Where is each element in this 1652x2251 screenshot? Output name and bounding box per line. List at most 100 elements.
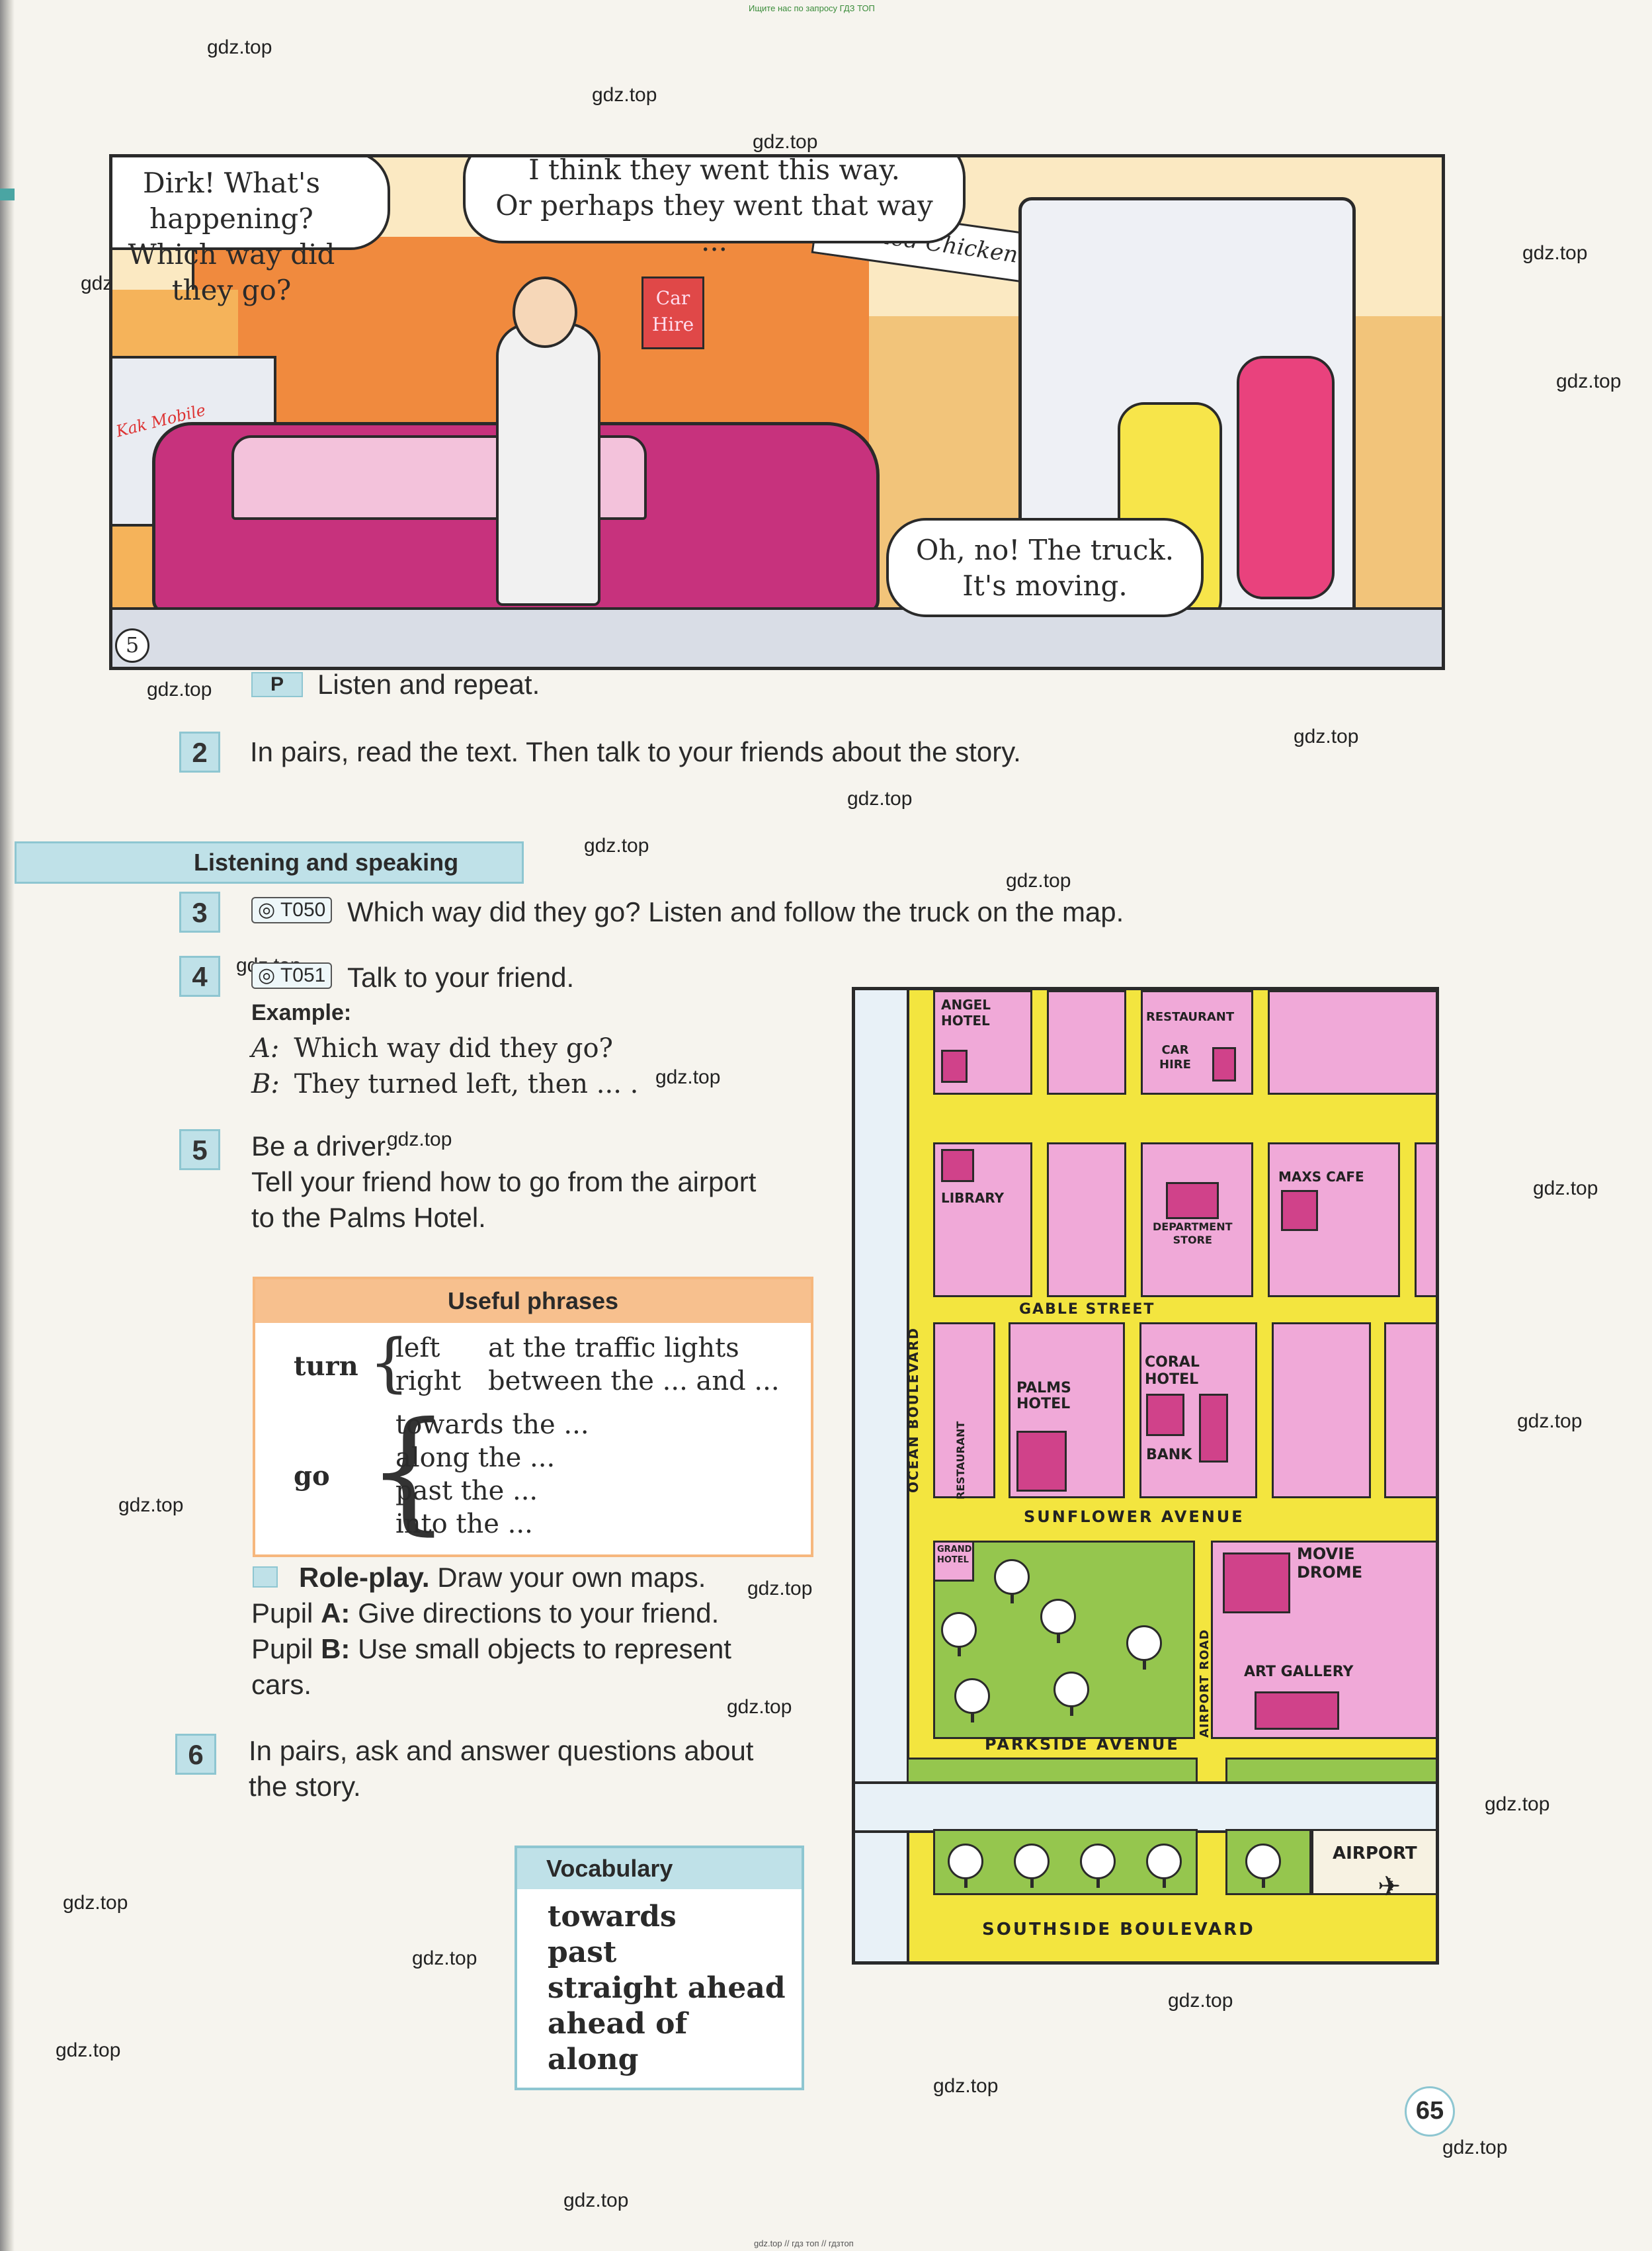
tree-icon [1053,1672,1089,1716]
page-number: 65 [1405,2086,1455,2137]
panel-number: 5 [115,628,149,663]
exercise-6-line: In pairs, ask and answer questions about [249,1735,754,1766]
watermark: gdz.top [147,679,212,701]
watermark: gdz.top [1168,1990,1233,2012]
map-label-library: LIBRARY [941,1190,1005,1206]
footer-note: gdz.top // гдз топ // гдзтоп [754,2238,854,2248]
phrase-option: along the ... [395,1443,556,1473]
listen-badge: P [251,672,303,697]
comic-panel: Fried Chicken Car Hire Kak Mobile Dirk! … [109,154,1445,670]
phrase-option: left [395,1333,440,1363]
river [855,1781,1436,1833]
tree-icon [1014,1844,1050,1888]
map-label-parkside-avenue: PARKSIDE AVENUE [985,1735,1180,1754]
map-label-restaurant: RESTAURANT [1146,1010,1235,1024]
maxs-cafe-building [1281,1190,1318,1231]
watermark: gdz.top [584,835,649,857]
car-hire-sign: Car Hire [641,276,704,349]
watermark: gdz.top [207,36,272,58]
map-block [1272,1322,1371,1498]
watermark: gdz.top [412,1947,477,1969]
spine-marker [0,189,15,200]
exercise-4-text: Talk to your friend. [347,962,575,993]
audio-track-t050[interactable]: ◎ T050 [251,897,333,923]
map-block [1268,990,1436,1095]
roleplay-pupil-b: Pupil B: Use small objects to represent [251,1633,731,1664]
map-label-gable-street: GABLE STREET [1019,1301,1155,1318]
exercise-5-line: to the Palms Hotel. [251,1202,486,1233]
tree-icon [994,1559,1030,1603]
map-label-ocean-boulevard: OCEAN BOULEVARD [905,1326,921,1493]
useful-phrases-box: Useful phrases turn { left right at the … [253,1277,813,1557]
exercise-5-line: Tell your friend how to go from the airp… [251,1166,757,1197]
watermark: gdz.top [1533,1177,1598,1199]
audio-track-t051[interactable]: ◎ T051 [251,962,333,989]
exercise-number: 5 [179,1129,220,1170]
phrase-option: past the ... [395,1476,538,1506]
watermark: gdz.top [727,1696,792,1718]
phrase-where: at the traffic lights [488,1333,739,1363]
example-label: Example: [251,1000,352,1025]
doorman-head [513,276,577,348]
watermark: gdz.top [387,1128,452,1150]
map-block [1141,990,1253,1095]
tree-icon [1126,1625,1162,1670]
map-label-restaurant-side: RESTAURANT [954,1421,967,1500]
speech-bubble-right: Oh, no! The truck. It's moving. [886,518,1204,617]
brace: { [366,1394,451,1548]
airport-area [1311,1829,1436,1895]
art-gallery-building [1255,1691,1339,1730]
brace: { [369,1326,410,1400]
map-label-airport-road: AIRPORT ROAD [1198,1629,1212,1738]
map-block [1384,1322,1436,1498]
cd-icon: ◎ [258,899,276,921]
movie-drome-building [1223,1552,1290,1613]
tree-icon [1146,1844,1182,1888]
phrase-turn: turn [294,1351,358,1382]
map-block [1047,990,1126,1095]
roleplay-heading: Role-play. Draw your own maps. [299,1562,706,1593]
watermark: gdz.top [753,131,818,153]
map-label-southside-boulevard: SOUTHSIDE BOULEVARD [982,1920,1255,1939]
tree-icon [1245,1844,1281,1888]
roleplay-pupil-b-cont: cars. [251,1669,312,1700]
watermark: gdz.top [847,788,913,810]
listen-instruction: Listen and repeat. [317,669,540,700]
phrase-option: towards the ... [395,1410,589,1440]
phrase-where: between the ... and ... [488,1366,780,1396]
vocab-word: along [548,2043,639,2076]
watermark: gdz.top [933,2075,999,2097]
map-label-maxs-cafe: MAXS CAFE [1278,1169,1364,1185]
useful-phrases-title: Useful phrases [255,1279,811,1323]
speech-bubble-center: I think they went this way. Or perhaps t… [463,157,966,257]
exercise-2-text: In pairs, read the text. Then talk to yo… [250,736,1021,767]
watermark: gdz.top [1522,242,1588,264]
map-block [933,1322,995,1498]
watermark: gdz.top [747,1578,813,1599]
airplane-icon: ✈ [1378,1870,1401,1902]
watermark: gdz.top [63,1892,128,1914]
exercise-3-text: Which way did they go? Listen and follow… [347,896,1124,927]
tree-icon [941,1612,977,1656]
phrase-option: into the ... [395,1509,533,1539]
map-block [1415,1142,1436,1297]
watermark: gdz.top [1442,2137,1508,2158]
map-label-sunflower-avenue: SUNFLOWER AVENUE [1024,1508,1245,1526]
tree-icon [954,1678,990,1722]
riverside-park [907,1758,1198,1781]
example-b: B:They turned left, then ... . [251,1069,639,1099]
example-a: A:Which way did they go? [251,1033,613,1064]
street [112,607,1442,667]
exercise-6-line: the story. [249,1771,361,1802]
watermark: gdz.top [1517,1410,1583,1432]
watermark: gdz.top [1294,726,1359,747]
library-building [941,1149,974,1182]
vocab-word: ahead of [548,2007,688,2041]
watermark: gdz.top [118,1494,184,1516]
tree-icon [1040,1599,1076,1643]
